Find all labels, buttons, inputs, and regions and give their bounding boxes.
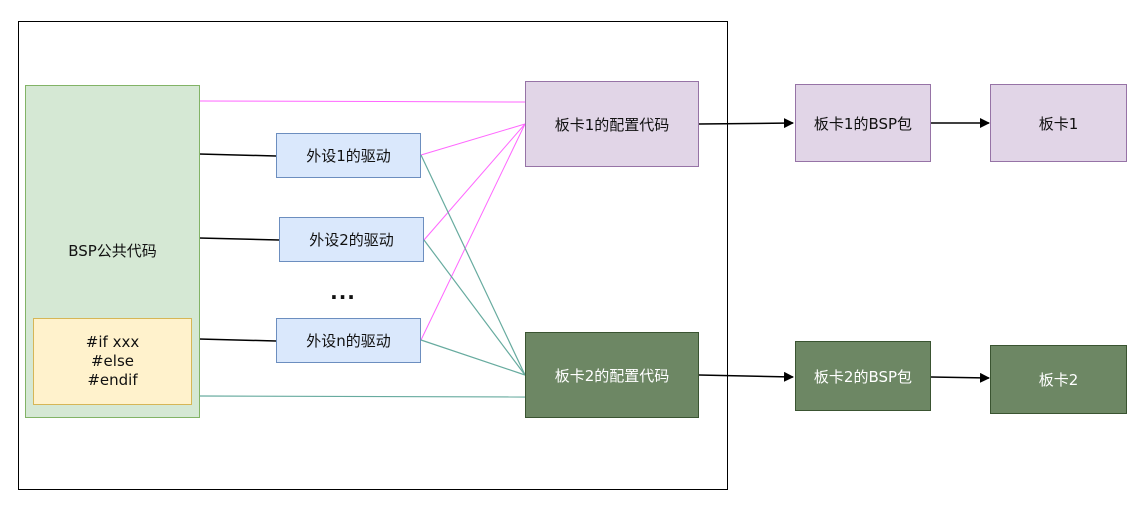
board1-label: 板卡1 [1038, 114, 1079, 133]
common-to-config1-line [198, 100, 526, 103]
board1-box: 板卡1 [990, 84, 1127, 162]
driver1-to-config1-line [420, 123, 526, 156]
driver1-to-config2-line [420, 154, 526, 376]
board2-bsp-label: 板卡2的BSP包 [813, 367, 913, 386]
board2-label: 板卡2 [1038, 371, 1079, 389]
board1-config-label: 板卡1的配置代码 [554, 115, 670, 134]
drivern-to-config2-line [420, 339, 526, 376]
board2-bsp-box: 板卡2的BSP包 [795, 341, 931, 411]
driver2-box: 外设2的驱动 [279, 217, 424, 262]
bsp2-to-board2-arrow [930, 372, 990, 383]
conditional-line-else: #else [90, 352, 134, 370]
driver1-label: 外设1的驱动 [306, 147, 391, 165]
driver2-to-config1-line [423, 123, 526, 241]
conditional-line-if: #if xxx [85, 333, 140, 351]
board2-box: 板卡2 [990, 345, 1127, 414]
common-to-driver1-line [198, 153, 277, 157]
drivern-to-config1-line [420, 123, 526, 341]
board1-bsp-box: 板卡1的BSP包 [795, 84, 931, 162]
conditional-line-endif: #endif [87, 371, 138, 389]
common-to-config2-line [198, 395, 526, 398]
driver2-to-config2-line [423, 239, 526, 376]
config2-to-bsp2-arrow [698, 371, 794, 382]
config1-to-bsp1-arrow [698, 118, 794, 129]
board1-bsp-label: 板卡1的BSP包 [813, 114, 913, 133]
board1-config-box: 板卡1的配置代码 [525, 81, 699, 167]
conditional-compile-box: #if xxx #else #endif [33, 318, 192, 405]
driver1-box: 外设1的驱动 [276, 133, 421, 178]
drivern-label: 外设n的驱动 [306, 332, 391, 350]
common-to-drivern-line [198, 338, 277, 342]
common-to-driver2-line [198, 237, 280, 241]
common-code-label: BSP公共代码 [68, 242, 157, 260]
board2-config-label: 板卡2的配置代码 [554, 366, 670, 385]
board2-config-box: 板卡2的配置代码 [525, 332, 699, 418]
driver2-label: 外设2的驱动 [309, 231, 394, 249]
ellipsis: ... [330, 280, 356, 304]
drivern-box: 外设n的驱动 [276, 318, 421, 363]
bsp-source-frame [18, 21, 728, 490]
